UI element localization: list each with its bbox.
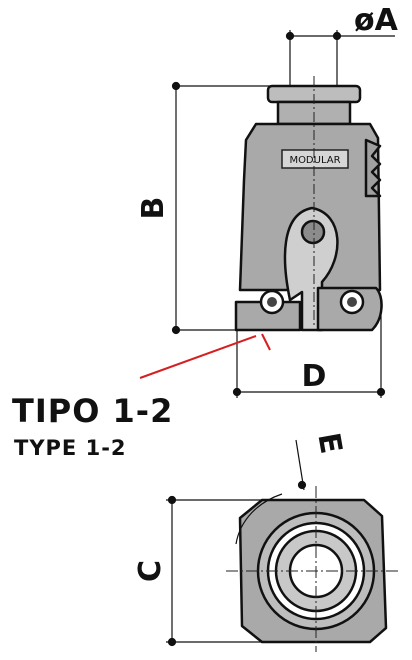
type-title-english: TYPE 1-2 [14, 436, 127, 460]
ribbed-edge [364, 138, 382, 198]
dimension-c [166, 495, 264, 647]
swivel-hook [283, 206, 339, 332]
leader-line [139, 335, 257, 379]
modular-stamp-text: MODULAR [289, 155, 340, 166]
dimension-d-label: D [302, 359, 327, 394]
side-view [234, 84, 383, 332]
dimension-a [285, 30, 395, 86]
hook-pivot [300, 219, 326, 245]
dimension-a-label: øA [354, 3, 399, 38]
type-title-italian: TIPO 1-2 [12, 392, 174, 430]
dimension-b [171, 81, 270, 335]
modular-stamp [281, 149, 349, 169]
dimension-e [235, 439, 307, 545]
dimension-b-label: B [136, 197, 171, 220]
dimension-c-label: C [133, 560, 168, 582]
dimension-d [232, 296, 386, 398]
dimension-e-label: E [310, 430, 348, 456]
